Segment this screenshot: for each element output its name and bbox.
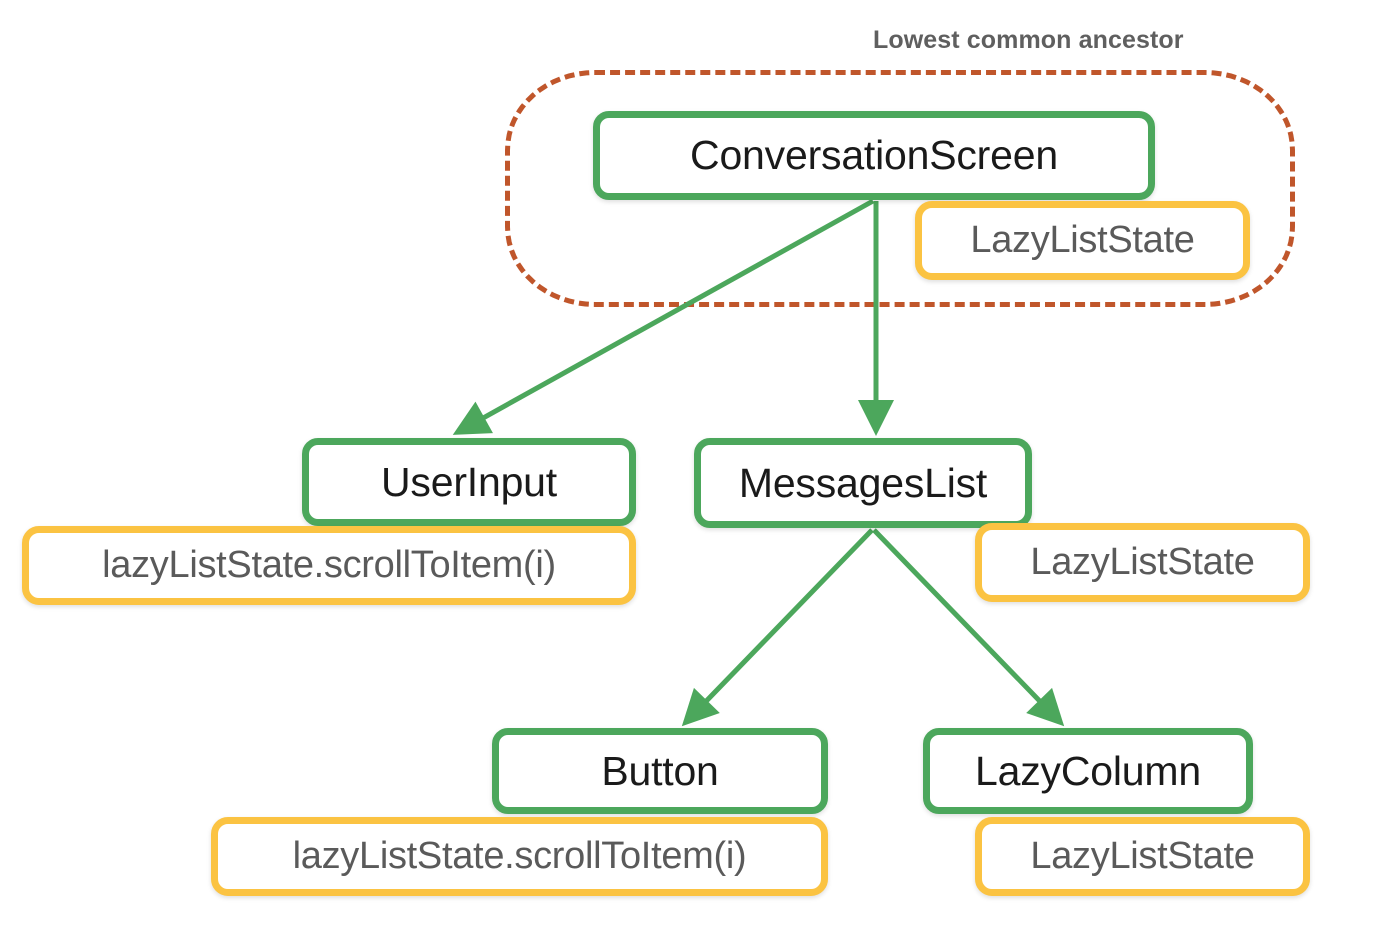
state-box-lazycolumn-lazyliststate-label: LazyListState [1030, 835, 1255, 877]
state-box-userinput-scrolltoitem[interactable]: lazyListState.scrollToItem(i) [22, 526, 636, 605]
node-messageslist[interactable]: MessagesList [694, 438, 1032, 528]
state-box-lazycolumn-lazyliststate[interactable]: LazyListState [975, 817, 1310, 896]
lowest-common-ancestor-label: Lowest common ancestor [873, 26, 1184, 54]
lowest-common-ancestor-region [505, 70, 1295, 307]
node-conversationscreen[interactable]: ConversationScreen [593, 111, 1155, 200]
state-box-conversationscreen-lazyliststate[interactable]: LazyListState [915, 201, 1250, 280]
node-button[interactable]: Button [492, 728, 828, 814]
state-box-conversationscreen-lazyliststate-label: LazyListState [970, 219, 1195, 261]
node-lazycolumn-label: LazyColumn [975, 747, 1201, 794]
state-box-button-scrolltoitem-label: lazyListState.scrollToItem(i) [292, 835, 747, 877]
state-box-messageslist-lazyliststate[interactable]: LazyListState [975, 523, 1310, 602]
state-box-messageslist-lazyliststate-label: LazyListState [1030, 541, 1255, 583]
node-userinput-label: UserInput [381, 458, 557, 505]
node-userinput[interactable]: UserInput [302, 438, 636, 526]
node-conversationscreen-label: ConversationScreen [690, 132, 1058, 178]
node-button-label: Button [601, 747, 719, 794]
node-lazycolumn[interactable]: LazyColumn [923, 728, 1253, 814]
state-box-button-scrolltoitem[interactable]: lazyListState.scrollToItem(i) [211, 817, 828, 896]
node-messageslist-label: MessagesList [738, 459, 988, 506]
state-box-userinput-scrolltoitem-label: lazyListState.scrollToItem(i) [102, 544, 556, 586]
edge-messageslist-to-button [681, 528, 874, 727]
